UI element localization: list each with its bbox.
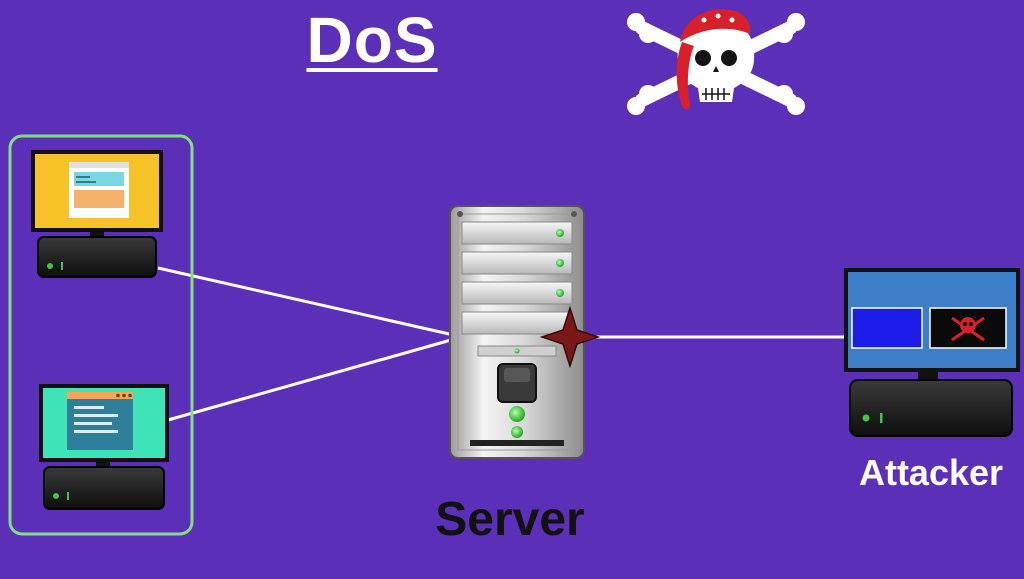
client-2-window-titlebar <box>67 392 133 399</box>
client-computer-1 <box>31 150 163 278</box>
client-2-base <box>43 466 165 510</box>
server-drive-bay <box>461 251 573 275</box>
server-status-led <box>509 406 525 422</box>
connection-line-client1-server <box>157 266 459 338</box>
server-bay-led <box>556 289 564 297</box>
attacker-window-blue <box>851 307 923 349</box>
client-2-window <box>67 392 133 450</box>
client-2-neck <box>96 460 110 468</box>
skull <box>677 18 755 102</box>
server-tower-icon <box>449 205 585 459</box>
client-2-window-line <box>74 422 112 425</box>
client-1-base <box>37 236 157 278</box>
attacker-computer <box>844 268 1020 437</box>
client-1-window-titlebar <box>69 162 129 168</box>
client-2-window-dot <box>128 393 132 398</box>
server-drive-bay <box>461 311 573 335</box>
attacker-skull-head <box>960 317 976 333</box>
bone-end <box>787 13 805 31</box>
connection-line-client2-server <box>167 336 459 422</box>
server-screw <box>457 211 463 217</box>
client-2-led-bar <box>67 492 69 500</box>
bone-end <box>775 25 793 43</box>
client-group-border <box>8 134 194 536</box>
pirate-bandana <box>680 9 751 42</box>
bandana-dot <box>715 13 721 19</box>
bandana-dot <box>701 17 707 23</box>
client-1-neck <box>90 230 104 238</box>
server-drive-bay <box>461 221 573 245</box>
server-status-led <box>511 426 523 438</box>
client-1-power-led <box>47 263 53 269</box>
server-screw <box>571 211 577 217</box>
client-2-window-dot <box>116 393 120 398</box>
client-2-window-dot <box>122 393 126 398</box>
attacker-label: Attacker <box>858 452 1004 493</box>
skull-nose <box>713 66 719 72</box>
server-label: Server <box>435 493 585 546</box>
client-1-led-bar <box>61 262 63 270</box>
bone-end <box>639 25 657 43</box>
bone-end <box>627 97 645 115</box>
bone-end <box>639 85 657 103</box>
skull-eye-left <box>695 50 711 66</box>
attacker-window-black <box>929 307 1007 349</box>
attacker-base <box>849 379 1013 437</box>
attacker-skull-icon <box>951 316 985 342</box>
client-1-window-line <box>76 181 96 183</box>
server-power-button-shine <box>504 368 530 382</box>
client-1-window-block <box>74 190 124 208</box>
server-drive-bay <box>461 281 573 305</box>
bone-ends <box>627 13 805 115</box>
server-bay-led <box>556 259 564 267</box>
client-1-window-block <box>74 172 124 186</box>
attacker-led-bar <box>880 413 883 423</box>
attack-star-icon <box>539 305 601 369</box>
attacker-power-led <box>862 414 870 422</box>
attacker-skull-eye <box>969 322 973 326</box>
bandana-dot <box>729 17 735 23</box>
client-1-window-line <box>76 176 90 178</box>
server-vent <box>470 440 564 446</box>
bone-end <box>627 13 645 31</box>
server-slot-led <box>514 348 520 354</box>
bone-end <box>787 97 805 115</box>
client-2-window-line <box>74 406 104 409</box>
client-2-window-line <box>74 414 118 417</box>
diagram-title: DoS <box>306 4 438 76</box>
bone-end <box>775 85 793 103</box>
client-2-power-led <box>53 493 59 499</box>
client-computer-2 <box>39 384 169 510</box>
server-bay-led <box>556 229 564 237</box>
skull-crossbones-icon <box>627 9 805 115</box>
skull-eye-right <box>721 50 737 66</box>
bandana-tail <box>676 42 694 110</box>
skull-teeth <box>702 88 730 100</box>
client-2-window-line <box>74 430 118 433</box>
attacker-skull-eye <box>963 322 967 326</box>
